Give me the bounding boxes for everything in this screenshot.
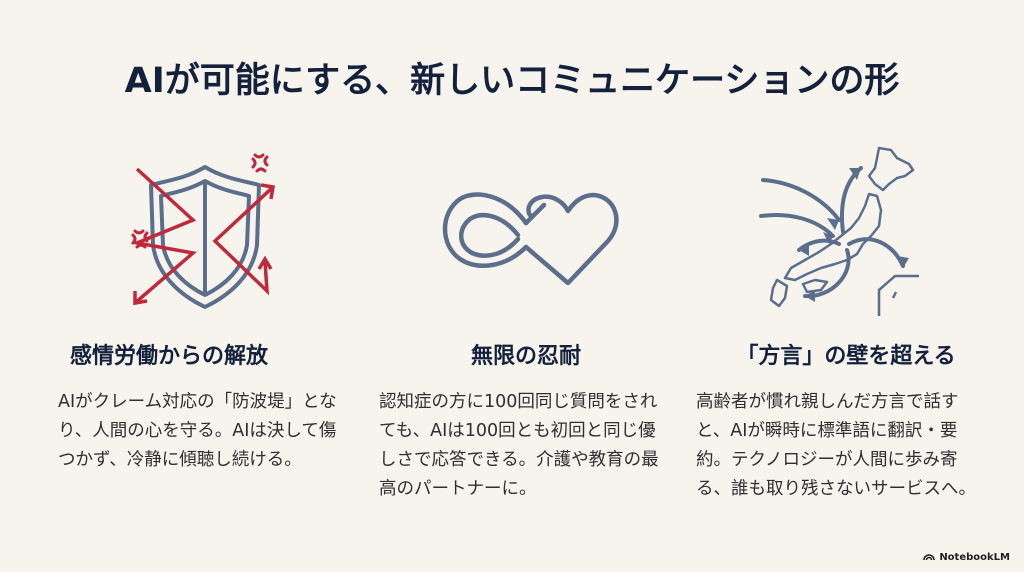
footer-brand: NotebookLM [923, 551, 1010, 563]
feature-heading: 感情労働からの解放 [70, 344, 269, 369]
notebooklm-logo-icon [923, 551, 936, 563]
feature-column-dialect: 「方言」の壁を超える 高齢者が慣れ親しんだ方言で話すと、AIが瞬時に標準語に翻訳… [696, 140, 996, 499]
shield-deflect-icon [55, 140, 355, 320]
brand-label: NotebookLM [939, 551, 1010, 563]
feature-description: 認知症の方に100回同じ質問をされても、AIは100回とも初回と同じ優しさで応答… [379, 392, 659, 499]
feature-description: AIがクレーム対応の「防波堤」となり、人間の心を守る。AIは決して傷つかず、冷静… [58, 392, 337, 470]
feature-heading: 無限の忍耐 [470, 344, 581, 369]
infinity-heart-icon [376, 140, 676, 320]
feature-heading: 「方言」の壁を超える [736, 344, 956, 369]
japan-map-arrows-icon [696, 140, 996, 320]
slide-title: AIが可能にする、新しいコミュニケーションの形 [124, 61, 900, 101]
feature-column-emotional-labor: 感情労働からの解放 AIがクレーム対応の「防波堤」となり、人間の心を守る。AIは… [55, 140, 355, 470]
feature-description: 高齢者が慣れ親しんだ方言で話すと、AIが瞬時に標準語に翻訳・要約。テクノロジーが… [696, 392, 976, 499]
feature-column-infinite-patience: 無限の忍耐 認知症の方に100回同じ質問をされても、AIは100回とも初回と同じ… [376, 140, 676, 499]
